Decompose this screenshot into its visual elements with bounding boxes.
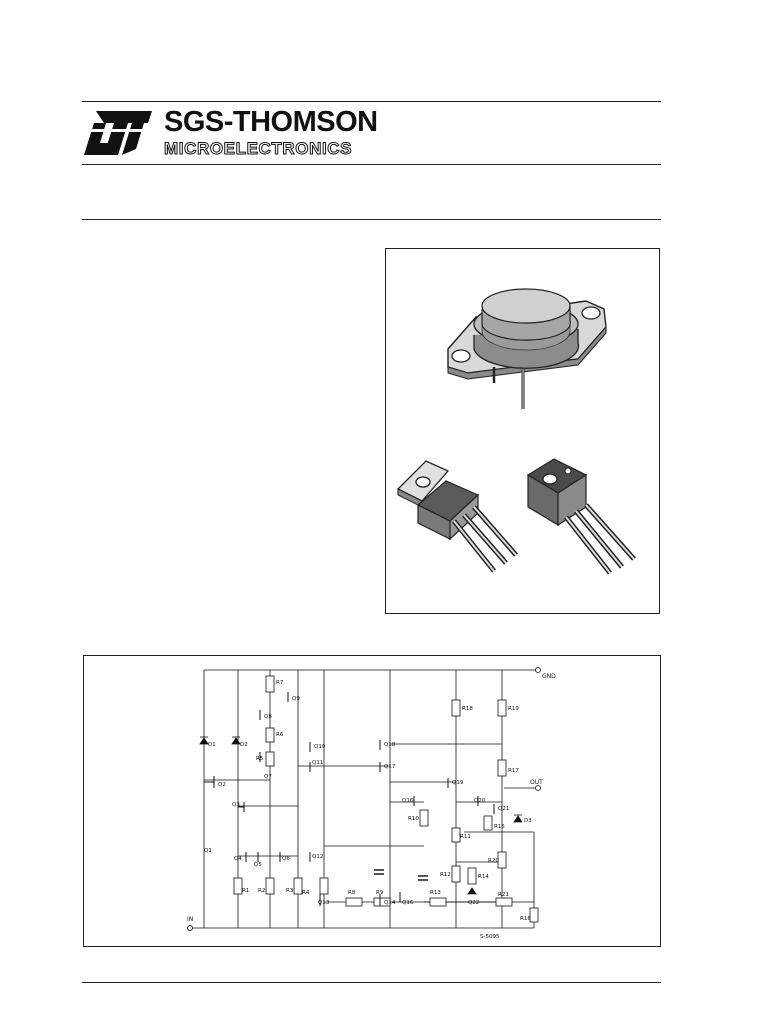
comp-label: Q5	[254, 862, 262, 868]
comp-label: Q3	[232, 802, 240, 808]
package-figure	[385, 248, 660, 614]
comp-label: R1	[242, 888, 249, 894]
comp-label: Q8	[264, 714, 272, 720]
comp-label: R3	[286, 888, 294, 894]
comp-label: R4	[302, 890, 310, 896]
comp-label: R15	[494, 824, 505, 830]
comp-label: Q10	[314, 744, 326, 750]
comp-label: Q4	[234, 856, 242, 862]
comp-label: Q22	[468, 900, 479, 906]
comp-label: Q20	[474, 798, 486, 804]
comp-label: Q16	[402, 900, 414, 906]
comp-label: R8	[348, 890, 356, 896]
header-bottom-rule	[82, 164, 661, 165]
comp-label: R9	[376, 890, 384, 896]
comp-label: D3	[524, 818, 532, 824]
comp-label: Q2	[218, 782, 226, 788]
schematic-diagram: GND OUT IN S-5095 R7 Q9 Q8 R6 R5 Q7 D1 D…	[83, 655, 661, 947]
comp-label: Q12	[312, 854, 323, 860]
top-rule	[82, 101, 661, 102]
comp-label: R6	[276, 732, 284, 738]
comp-label: R17	[508, 768, 519, 774]
comp-label: Q7	[264, 774, 272, 780]
comp-label: R14	[478, 874, 489, 880]
comp-label: R20	[488, 858, 499, 864]
comp-label: R12	[440, 872, 451, 878]
schematic-code: S-5095	[480, 934, 500, 940]
isowatt220-package-image	[526, 458, 636, 575]
comp-label: R19	[508, 706, 519, 712]
to220-package-image	[396, 460, 518, 573]
comp-label: Q21	[498, 806, 509, 812]
footer-rule	[82, 982, 661, 983]
comp-label: Q19	[452, 780, 464, 786]
st-logo-icon	[82, 109, 154, 157]
to3-package-image	[447, 288, 607, 409]
title-rule	[82, 219, 661, 220]
comp-label: D1	[208, 742, 216, 748]
comp-label: Q13	[318, 900, 330, 906]
comp-label: R5	[256, 756, 264, 762]
comp-label: R16	[520, 916, 531, 922]
comp-label: Q1	[204, 848, 212, 854]
comp-label: R7	[276, 680, 284, 686]
comp-label: Q18	[384, 742, 396, 748]
comp-label: Q17	[384, 764, 396, 770]
comp-label: Q9	[292, 696, 300, 702]
gnd-pin-label: GND	[542, 673, 556, 680]
comp-label: Q16	[402, 798, 414, 804]
out-pin-label: OUT	[530, 779, 543, 786]
comp-label: R10	[408, 816, 419, 822]
comp-label: Q14	[384, 900, 396, 906]
comp-label: Q6	[282, 856, 290, 862]
in-pin-label: IN	[187, 916, 193, 923]
comp-label: R11	[460, 834, 471, 840]
brand-name: SGS-THOMSON	[164, 106, 378, 138]
brand-subtitle: MICROELECTRONICS	[163, 139, 353, 159]
comp-label: R21	[498, 892, 509, 898]
comp-label: R13	[430, 890, 441, 896]
comp-label: Q11	[312, 760, 323, 766]
comp-label: D2	[240, 742, 248, 748]
comp-label: R18	[462, 706, 473, 712]
comp-label: R2	[258, 888, 265, 894]
